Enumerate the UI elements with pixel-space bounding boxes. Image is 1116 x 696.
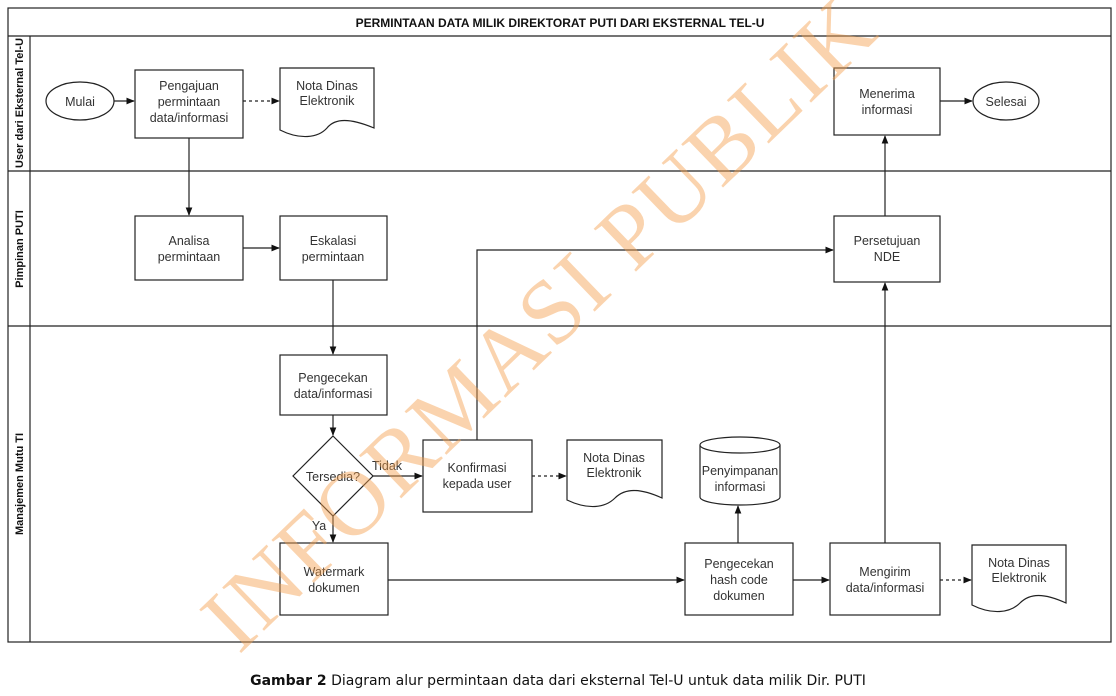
decision-tersedia: Tersedia?	[292, 435, 374, 517]
svg-text:hash code: hash code	[710, 573, 768, 587]
process-persetujuan: Persetujuan NDE	[833, 215, 941, 283]
svg-text:Tersedia?: Tersedia?	[306, 470, 360, 484]
svg-text:Eskalasi: Eskalasi	[310, 234, 357, 248]
svg-text:Mulai: Mulai	[65, 95, 95, 109]
svg-text:Analisa: Analisa	[169, 234, 210, 248]
svg-text:Elektronik: Elektronik	[300, 94, 356, 108]
document-nota-dinas-2: Nota Dinas Elektronik	[566, 439, 663, 508]
svg-text:Nota Dinas: Nota Dinas	[583, 451, 645, 465]
svg-text:Menerima: Menerima	[859, 87, 915, 101]
svg-text:Penyimpanan: Penyimpanan	[702, 464, 778, 478]
svg-text:data/informasi: data/informasi	[294, 387, 373, 401]
figure-caption: Gambar 2 Diagram alur permintaan data da…	[0, 673, 1116, 689]
svg-text:permintaan: permintaan	[302, 250, 365, 264]
svg-text:permintaan: permintaan	[158, 95, 221, 109]
lane-label-user: User dari Eksternal Tel-U	[14, 38, 26, 168]
process-watermark: Watermark dokumen	[279, 542, 389, 616]
process-konfirmasi: Konfirmasi kepada user	[422, 439, 533, 513]
process-mengirim: Mengirim data/informasi	[829, 542, 941, 616]
svg-text:permintaan: permintaan	[158, 250, 221, 264]
svg-text:NDE: NDE	[874, 250, 900, 264]
process-pengecekan: Pengecekan data/informasi	[279, 354, 388, 416]
process-hash: Pengecekan hash code dokumen	[684, 542, 794, 616]
svg-text:Elektronik: Elektronik	[992, 571, 1048, 585]
process-pengajuan: Pengajuan permintaan data/informasi	[134, 69, 244, 139]
lane-label-manajemen: Manajemen Mutu TI	[14, 433, 26, 535]
svg-text:Persetujuan: Persetujuan	[854, 234, 921, 248]
diagram-title: PERMINTAAN DATA MILIK DIREKTORAT PUTI DA…	[356, 16, 765, 30]
svg-text:Nota Dinas: Nota Dinas	[988, 556, 1050, 570]
document-nota-dinas-1: Nota Dinas Elektronik	[279, 67, 375, 138]
svg-text:kepada user: kepada user	[443, 477, 512, 491]
process-eskalasi: Eskalasi permintaan	[279, 215, 388, 281]
caption-text: Diagram alur permintaan data dari ekster…	[326, 673, 866, 689]
flowchart: PERMINTAAN DATA MILIK DIREKTORAT PUTI DA…	[7, 0, 1112, 670]
start-node: Mulai	[45, 81, 115, 121]
svg-text:informasi: informasi	[862, 103, 913, 117]
svg-text:Selesai: Selesai	[986, 95, 1027, 109]
svg-text:Pengecekan: Pengecekan	[298, 371, 368, 385]
svg-text:Watermark: Watermark	[304, 565, 365, 579]
process-menerima: Menerima informasi	[833, 67, 941, 136]
lane-label-pimpinan: Pimpinan PUTI	[14, 210, 26, 288]
caption-label: Gambar 2	[250, 673, 327, 689]
svg-text:dokumen: dokumen	[713, 589, 764, 603]
document-nota-dinas-3: Nota Dinas Elektronik	[971, 544, 1067, 613]
svg-text:Konfirmasi: Konfirmasi	[447, 461, 506, 475]
svg-text:Elektronik: Elektronik	[587, 466, 643, 480]
svg-text:data/informasi: data/informasi	[846, 581, 925, 595]
edge	[476, 246, 834, 440]
edge-label-ya: Ya	[312, 519, 326, 533]
svg-text:Nota Dinas: Nota Dinas	[296, 79, 358, 93]
svg-text:Pengajuan: Pengajuan	[159, 79, 219, 93]
edge-label-tidak: Tidak	[372, 459, 403, 473]
svg-text:Pengecekan: Pengecekan	[704, 557, 774, 571]
svg-text:dokumen: dokumen	[308, 581, 359, 595]
svg-text:informasi: informasi	[715, 480, 766, 494]
svg-text:data/informasi: data/informasi	[150, 111, 229, 125]
database-penyimpanan: Penyimpanan informasi	[699, 436, 781, 506]
svg-text:Mengirim: Mengirim	[859, 565, 910, 579]
end-node: Selesai	[972, 81, 1040, 121]
process-analisa: Analisa permintaan	[134, 215, 244, 281]
